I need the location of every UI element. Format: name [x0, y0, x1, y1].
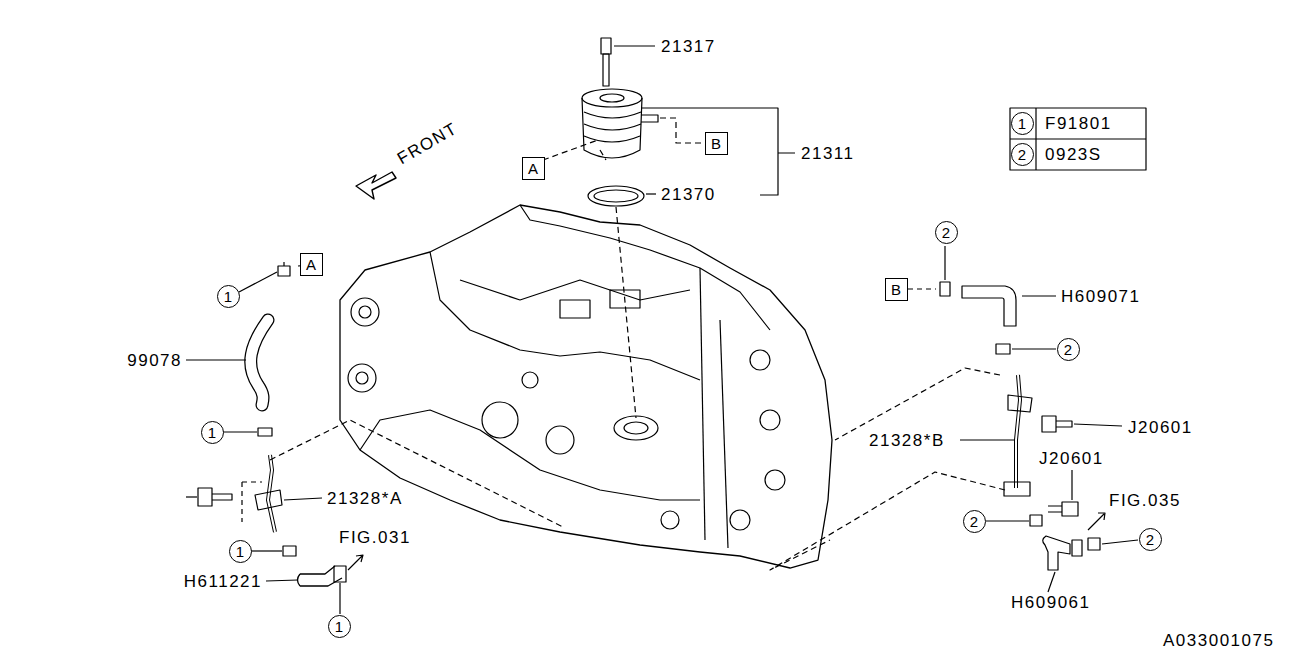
- callout-number: 2: [1064, 342, 1072, 357]
- reference-letter: B: [711, 136, 721, 151]
- reference-box: B: [705, 132, 728, 155]
- part-label: 99078: [126, 352, 183, 369]
- callout-circle: 2: [1011, 143, 1034, 166]
- part-label: A033001075: [1162, 632, 1275, 649]
- callout-number: 1: [208, 425, 216, 440]
- part-label: 21328*A: [326, 490, 404, 507]
- part-label: H609071: [1060, 288, 1142, 305]
- callout-number: 2: [1146, 532, 1154, 547]
- callout-number: 2: [1018, 147, 1026, 162]
- part-label: 21317: [660, 38, 717, 55]
- part-label: H611221: [183, 573, 263, 590]
- reference-box: B: [885, 278, 908, 301]
- part-label: 21328*B: [868, 432, 946, 449]
- callout-number: 1: [1018, 116, 1026, 131]
- callout-circle: 1: [201, 421, 224, 444]
- callout-circle: 1: [1011, 112, 1034, 135]
- callout-number: 1: [224, 289, 232, 304]
- part-label: FIG.031: [338, 529, 412, 546]
- callout-number: 1: [236, 544, 244, 559]
- part-label: 21370: [660, 186, 717, 203]
- reference-box: A: [522, 157, 545, 180]
- part-label: H609061: [1010, 594, 1092, 611]
- callout-circle: 1: [217, 285, 240, 308]
- part-label: J20601: [1127, 419, 1194, 436]
- callout-number: 2: [942, 225, 950, 240]
- callout-number: 1: [335, 619, 343, 634]
- reference-letter: A: [306, 257, 316, 272]
- reference-letter: A: [528, 161, 538, 176]
- part-label: 0923S: [1044, 146, 1103, 163]
- part-label: J20601: [1038, 450, 1105, 467]
- callout-circle: 1: [229, 540, 252, 563]
- part-label: FIG.035: [1108, 492, 1182, 509]
- reference-letter: B: [891, 282, 901, 297]
- part-label: 21311: [800, 145, 856, 162]
- callout-circle: 2: [935, 221, 958, 244]
- callout-circle: 2: [1139, 528, 1162, 551]
- callout-circle: 1: [328, 615, 351, 638]
- callout-circle: 2: [963, 510, 986, 533]
- part-label: F91801: [1044, 115, 1113, 132]
- callout-number: 2: [970, 514, 978, 529]
- part-label: FRONT: [394, 119, 461, 168]
- reference-box: A: [300, 253, 323, 276]
- callout-circle: 2: [1057, 338, 1080, 361]
